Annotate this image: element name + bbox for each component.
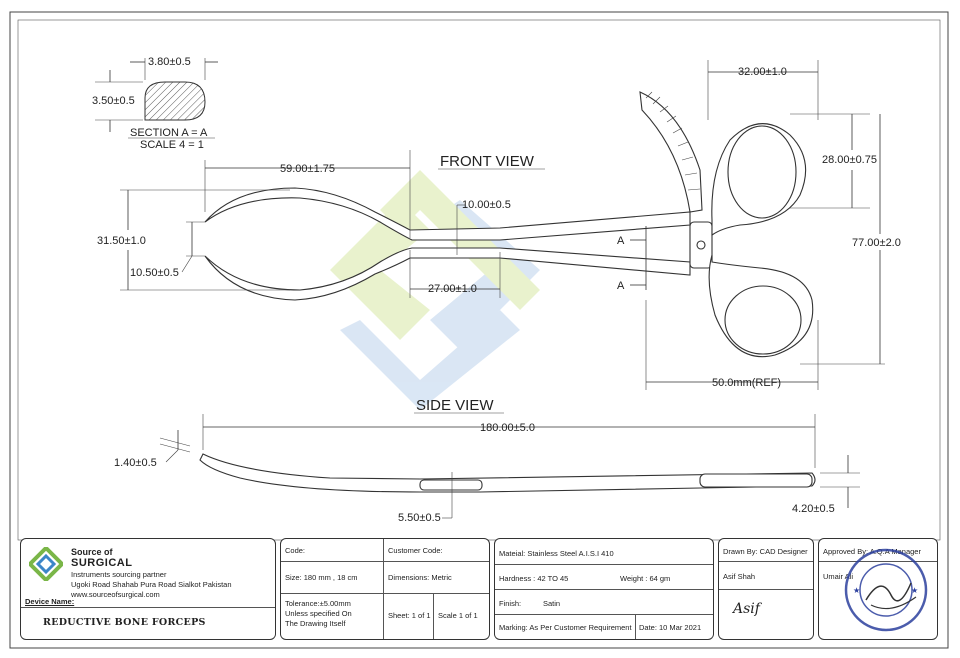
section-marker-lower: A <box>617 280 625 292</box>
company-name-line2: SURGICAL <box>71 557 133 569</box>
dim-joint: 10.00±0.5 <box>462 199 511 211</box>
company-address: Ugoki Road Shahab Pura Road Sialkot Paki… <box>71 580 232 589</box>
device-name-label: Device Name: <box>25 597 75 606</box>
drawn-block: Drawn By: CAD Designer Asif Shah Asif <box>718 538 814 640</box>
finish-label: Finish: <box>499 599 522 608</box>
dim-sec-width: 3.80±0.5 <box>148 56 191 68</box>
dim-total-height: 77.00±2.0 <box>852 237 901 249</box>
finish-value: Satin <box>543 599 561 608</box>
side-dimensions: 180.00±5.0 1.40±0.5 5.50±0.5 4.20±0.5 <box>114 414 860 524</box>
dim-slot: 5.50±0.5 <box>398 512 441 524</box>
front-view-forceps <box>204 91 814 358</box>
section-title: SECTION A = A <box>130 127 208 139</box>
front-view-title: FRONT VIEW <box>440 153 535 170</box>
approved-block: Approved By: A.Q.A Manager Umair Ali ★ ★ <box>818 538 938 640</box>
dim-ring-ref: 50.0mm(REF) <box>712 377 781 389</box>
weight-value: Weight : 64 gm <box>620 574 671 583</box>
approved-by-name: Umair Ali <box>823 572 854 581</box>
dim-jaw-length: 59.00±1.75 <box>280 163 335 175</box>
material-value: Mateial: Stainless Steel A.I.S.I 410 <box>499 549 614 558</box>
approval-stamp-icon: ★ ★ <box>844 548 928 632</box>
spec-block: Code: Customer Code: Size: 180 mm , 18 c… <box>280 538 490 640</box>
svg-text:★: ★ <box>853 586 860 595</box>
size-value: Size: 180 mm , 18 cm <box>285 573 358 582</box>
company-logo-icon <box>29 547 63 581</box>
dim-jaw-tip: 10.50±0.5 <box>130 267 179 279</box>
section-shape <box>144 81 206 121</box>
front-dimensions: 59.00±1.75 31.50±1.0 10.50±0.5 10.00±0.5… <box>97 60 901 390</box>
dim-tip-thick: 1.40±0.5 <box>114 457 157 469</box>
customer-code-label: Customer Code: <box>388 546 443 555</box>
section-scale: SCALE 4 = 1 <box>140 139 204 151</box>
tolerance-line3: The Drawing Itself <box>285 619 346 628</box>
side-view-forceps <box>199 453 816 493</box>
dimensions-value: Dimensions: Metric <box>388 573 452 582</box>
company-block: Source of SURGICAL Instruments sourcing … <box>20 538 276 640</box>
section-view: 3.80±0.5 3.50±0.5 SECTION A = A SCALE 4 … <box>92 56 218 151</box>
date-value: Date: 10 Mar 2021 <box>639 623 702 632</box>
company-website: www.sourceofsurgical.com <box>71 590 160 599</box>
dim-ring-height: 28.00±0.75 <box>822 154 877 166</box>
code-label: Code: <box>285 546 306 555</box>
outer-frame <box>9 11 949 649</box>
side-view-title: SIDE VIEW <box>416 397 494 414</box>
dim-jaw-open: 31.50±1.0 <box>97 235 146 247</box>
dim-box: 27.00±1.0 <box>428 283 477 295</box>
device-name: REDUCTIVE BONE FORCEPS <box>43 617 206 628</box>
drawn-by-name: Asif Shah <box>723 572 756 581</box>
marking-value: Marking: As Per Customer Requirement <box>499 623 632 632</box>
material-block: Mateial: Stainless Steel A.I.S.I 410 Har… <box>494 538 714 640</box>
drawn-by-label: Drawn By: CAD Designer <box>723 547 808 556</box>
dim-end-thick: 4.20±0.5 <box>792 503 835 515</box>
drawn-signature: Asif <box>733 601 760 617</box>
dim-ring-span: 32.00±1.0 <box>738 66 787 78</box>
company-name-line1: Source of <box>71 547 113 557</box>
scale-value: Scale 1 of 1 <box>438 611 478 620</box>
company-tagline: Instruments sourcing partner <box>71 570 167 579</box>
dim-sec-height: 3.50±0.5 <box>92 95 135 107</box>
tolerance-line2: Unless specified On <box>285 609 352 618</box>
section-marker-upper: A <box>617 235 625 247</box>
svg-text:★: ★ <box>911 586 918 595</box>
sheet-value: Sheet: 1 of 1 <box>388 611 431 620</box>
hardness-value: Hardness : 42 TO 45 <box>499 574 569 583</box>
dim-total-length: 180.00±5.0 <box>480 422 535 434</box>
tolerance-line1: Tolerance:±5.00mm <box>285 599 351 608</box>
